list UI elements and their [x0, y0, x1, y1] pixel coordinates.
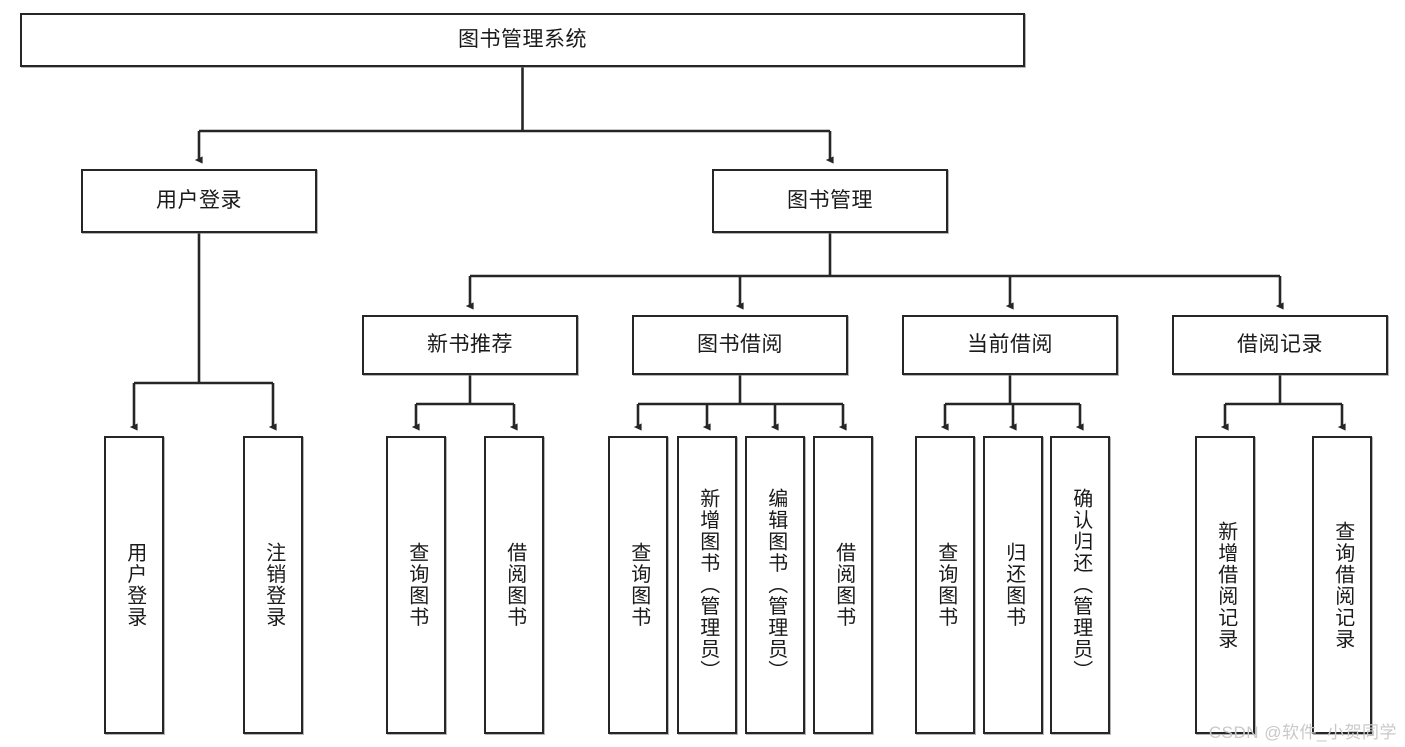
node-label: 借阅图书	[832, 542, 855, 628]
node-book-manage[interactable]: 图书管理	[712, 169, 948, 233]
node-label: 图书管理	[787, 189, 873, 213]
node-label: 查询图书	[934, 542, 957, 628]
node-label: 新增借阅记录	[1214, 520, 1237, 650]
node-book-borrow[interactable]: 图书借阅	[632, 315, 848, 375]
node-leaf-add-book[interactable]: 新增图书（管理员）	[677, 436, 737, 734]
node-label: 用户登录	[156, 189, 242, 213]
node-leaf-borrow-book-1[interactable]: 借阅图书	[484, 436, 544, 734]
node-borrow-record[interactable]: 借阅记录	[1172, 315, 1388, 375]
node-leaf-query-book-1[interactable]: 查询图书	[386, 436, 446, 734]
node-leaf-return-book[interactable]: 归还图书	[983, 436, 1043, 734]
node-label: 图书管理系统	[458, 28, 587, 52]
node-label: 当前借阅	[967, 333, 1053, 357]
node-leaf-query-book-2[interactable]: 查询图书	[608, 436, 668, 734]
node-label: 查询借阅记录	[1331, 520, 1354, 650]
node-root-system[interactable]: 图书管理系统	[20, 13, 1025, 67]
node-leaf-query-book-3[interactable]: 查询图书	[915, 436, 975, 734]
node-label: 图书借阅	[697, 333, 783, 357]
node-label: 查询图书	[627, 542, 650, 628]
node-label: 新增图书（管理员）	[696, 488, 719, 682]
node-new-book-recommend[interactable]: 新书推荐	[362, 315, 578, 375]
node-leaf-confirm-return[interactable]: 确认归还（管理员）	[1050, 436, 1110, 734]
node-label: 新书推荐	[427, 333, 513, 357]
node-leaf-query-record[interactable]: 查询借阅记录	[1312, 436, 1372, 734]
node-leaf-logout-login[interactable]: 注销登录	[243, 436, 303, 734]
node-label: 借阅记录	[1237, 333, 1323, 357]
node-label: 确认归还（管理员）	[1069, 488, 1092, 682]
node-label: 注销登录	[262, 542, 285, 628]
node-current-borrow[interactable]: 当前借阅	[902, 315, 1118, 375]
node-user-login[interactable]: 用户登录	[81, 169, 317, 233]
node-label: 借阅图书	[503, 542, 526, 628]
node-label: 用户登录	[123, 542, 146, 628]
node-label: 编辑图书（管理员）	[764, 488, 787, 682]
node-leaf-borrow-book-2[interactable]: 借阅图书	[813, 436, 873, 734]
node-leaf-add-record[interactable]: 新增借阅记录	[1195, 436, 1255, 734]
node-leaf-user-login[interactable]: 用户登录	[104, 436, 164, 734]
node-leaf-edit-book[interactable]: 编辑图书（管理员）	[745, 436, 805, 734]
node-label: 归还图书	[1002, 542, 1025, 628]
node-label: 查询图书	[405, 542, 428, 628]
